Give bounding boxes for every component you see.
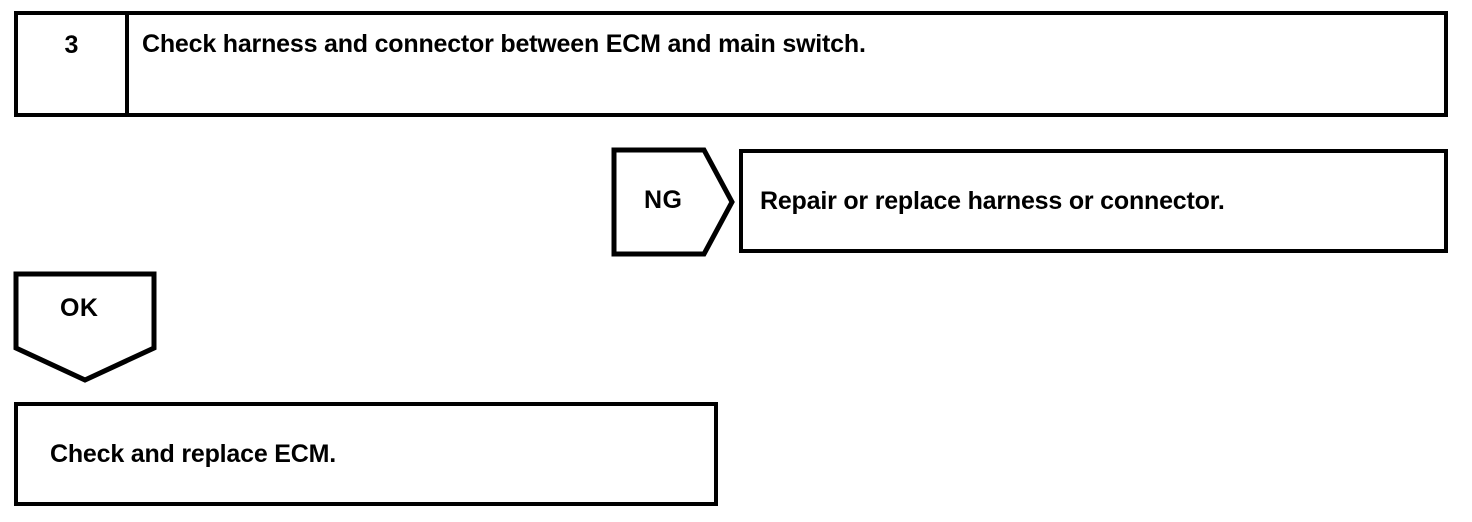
ng-result-box: Repair or replace harness or connector. [739,149,1448,253]
ok-result-text: Check and replace ECM. [50,439,336,468]
ng-branch-arrow: NG [610,146,736,258]
step-row: 3 Check harness and connector between EC… [14,11,1448,117]
ng-branch-label: NG [644,186,683,214]
arrow-down-pentagon-icon [13,271,157,383]
ng-result-text: Repair or replace harness or connector. [760,186,1225,215]
ok-branch-arrow: OK [12,270,158,384]
ok-result-box: Check and replace ECM. [14,402,718,506]
step-description-cell: Check harness and connector between ECM … [129,15,1444,113]
arrow-right-pentagon-icon [611,147,735,257]
ok-branch-label: OK [60,294,99,322]
step-number: 3 [64,31,79,59]
step-description: Check harness and connector between ECM … [142,30,866,58]
step-number-cell: 3 [18,15,129,113]
